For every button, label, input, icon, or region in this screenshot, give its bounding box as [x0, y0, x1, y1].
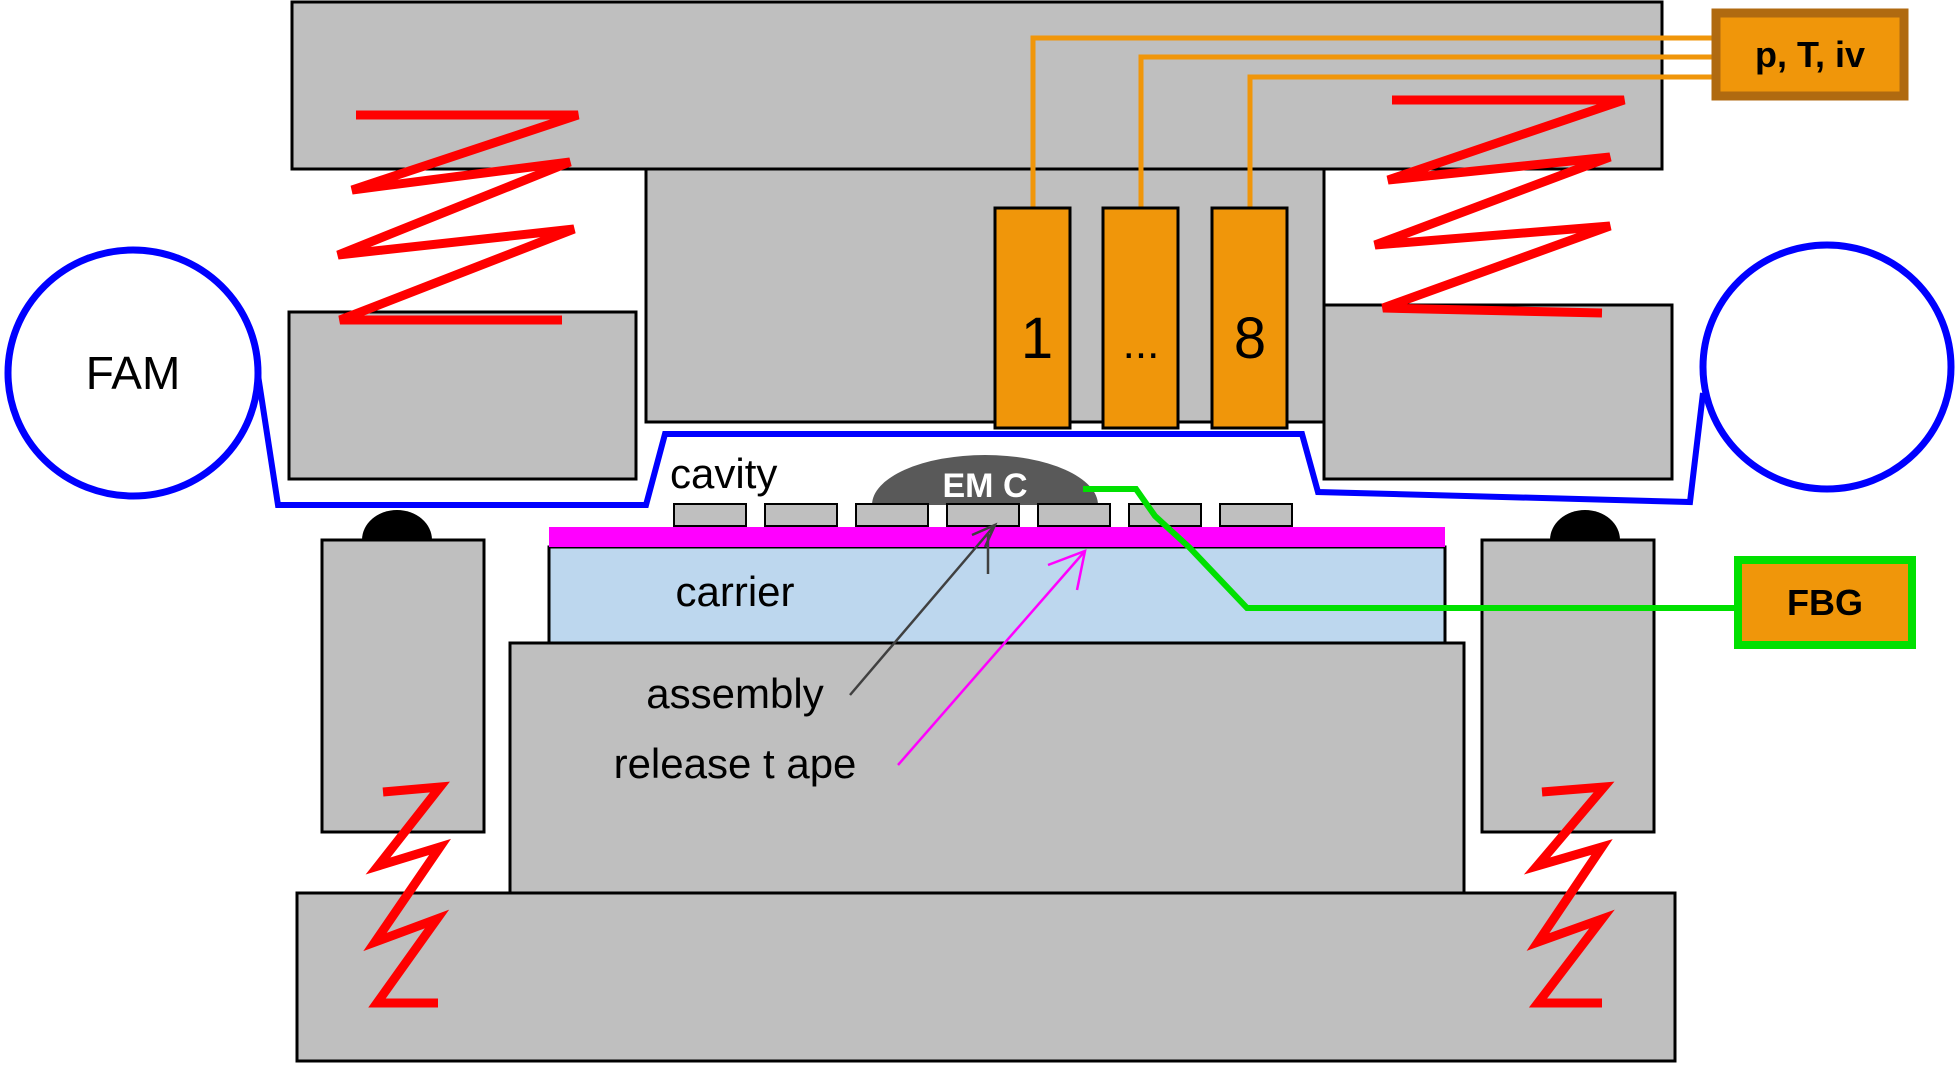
lower-center-block [508, 641, 1466, 895]
chip [946, 503, 1020, 527]
sensor-wires [1030, 35, 1716, 208]
fam-label: FAM [86, 347, 181, 399]
chip [855, 503, 929, 527]
release-tape [549, 527, 1445, 547]
film-supply-roll [4, 246, 262, 500]
lower-right-clamp-block [1480, 538, 1656, 834]
upper-mold-top-plate [290, 0, 1664, 171]
release-film [255, 374, 1706, 508]
emc-label: EM C [943, 467, 1028, 505]
pressure-sensor-1 [993, 206, 1072, 430]
pressure-sensor-middle [1101, 206, 1180, 430]
film-takeup-roll [1699, 241, 1955, 493]
fbg-label: FBG [1787, 582, 1863, 623]
lower-left-spring [363, 781, 451, 1008]
pressure-sensor-8 [1210, 206, 1289, 430]
ptiv-label: p, T, iv [1755, 34, 1865, 75]
chip [764, 503, 838, 527]
chip [673, 503, 747, 527]
upper-left-spring [336, 110, 580, 325]
sensor-middle-label: ... [1123, 319, 1160, 368]
lower-right-spring [1523, 781, 1615, 1008]
chip [1037, 503, 1111, 527]
release-tape-arrowhead [1047, 549, 1087, 591]
cavity-label: cavity [670, 450, 777, 497]
chip-row [673, 503, 1293, 527]
release-tape-label: release t ape [614, 740, 857, 787]
sensor-1-label: 1 [1021, 306, 1053, 371]
carrier [547, 545, 1447, 645]
upper-right-clamp-block [1322, 303, 1674, 481]
assembly-leader-line [849, 524, 996, 696]
lower-bottom-plate [295, 891, 1677, 1063]
fbg-optical-fiber [1083, 486, 1734, 611]
assembly-label: assembly [646, 670, 823, 717]
fbg-interrogator-box [1734, 556, 1916, 649]
assembly-arrowhead [971, 522, 998, 548]
sensor-8-label: 8 [1234, 306, 1266, 371]
upper-left-clamp-block [287, 310, 638, 481]
ptiv-acquisition-box [1711, 8, 1909, 101]
chip [1219, 503, 1293, 527]
left-seal-bump [362, 510, 432, 540]
lower-left-clamp-block [320, 538, 486, 834]
right-seal-bump [1550, 510, 1620, 540]
release-tape-leader-line [897, 550, 1086, 766]
upper-right-spring [1373, 95, 1626, 318]
carrier-label: carrier [675, 568, 794, 615]
